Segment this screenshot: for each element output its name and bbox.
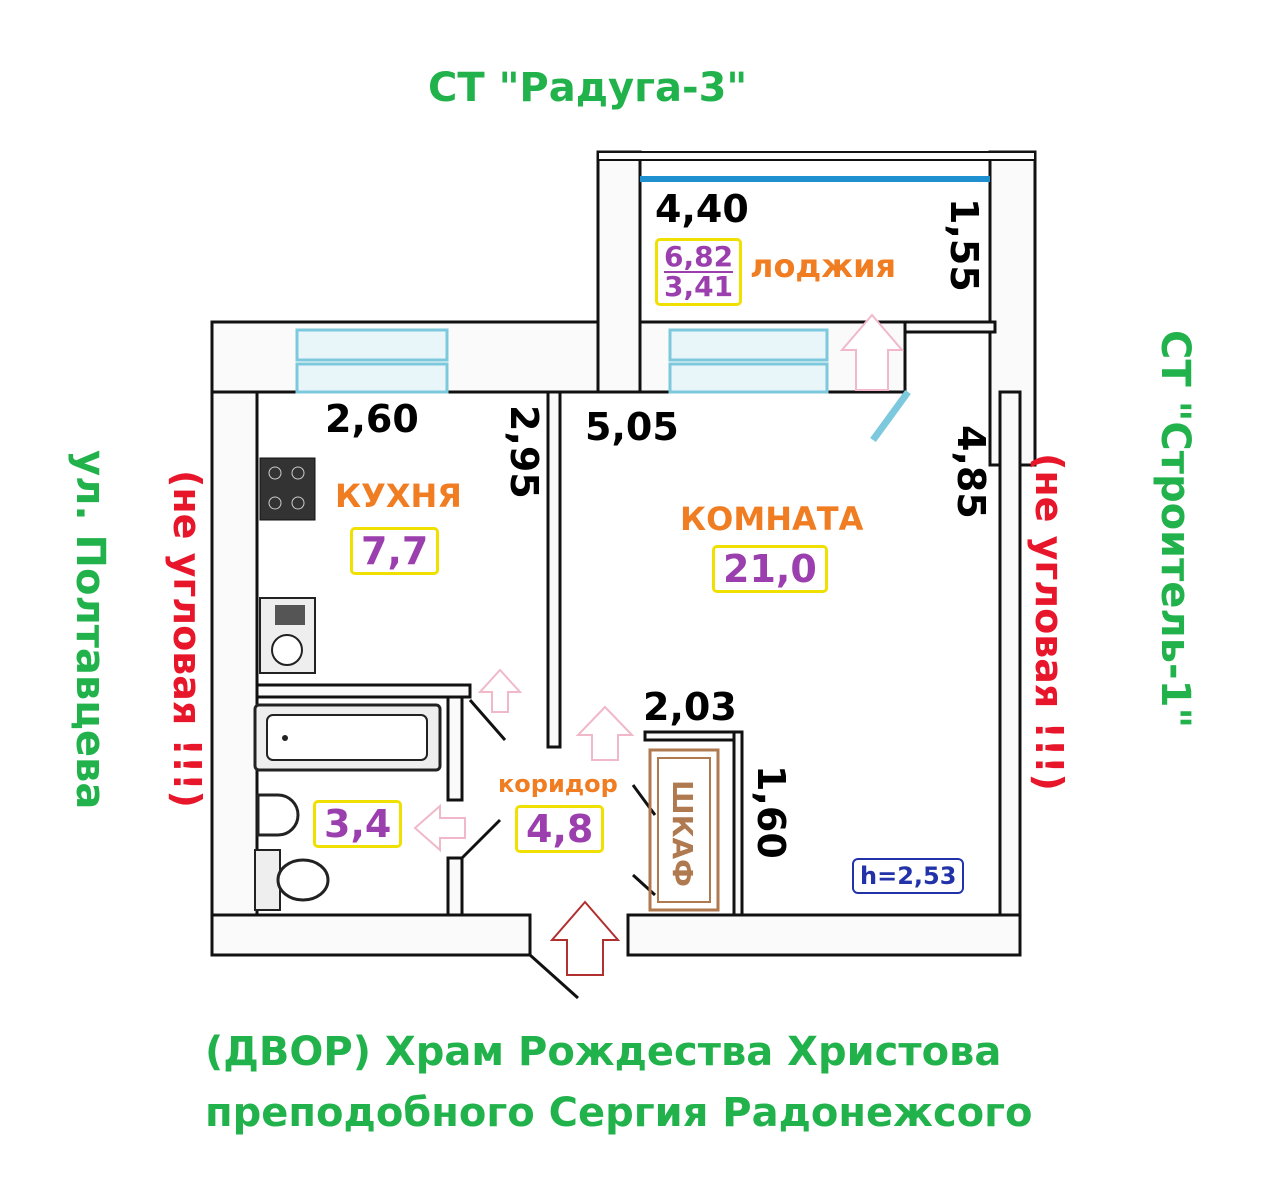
wall-loggia-top — [597, 151, 1036, 161]
closet-shape — [648, 748, 720, 912]
toilet-icon — [254, 849, 330, 911]
arrow-up-icon — [575, 705, 635, 761]
room-label: КОМНАТА — [680, 500, 864, 538]
loggia-area-counted: 3,41 — [664, 270, 734, 303]
wall-bath-right-top — [446, 695, 464, 802]
wall-loggia-bottom-right — [903, 320, 997, 334]
wall-bottom-right — [626, 913, 1022, 957]
kitchen-label: КУХНЯ — [335, 477, 462, 515]
kitchen-width: 2,60 — [325, 397, 419, 441]
room-area: 21,0 — [712, 545, 828, 593]
bathroom-area: 3,4 — [313, 800, 403, 848]
bottom-line-2: преподобного Сергия Радонежсого — [205, 1090, 1033, 1136]
loggia-depth: 1,55 — [942, 198, 986, 292]
corridor-label: коридор — [498, 770, 618, 798]
window-kitchen — [295, 362, 449, 394]
not-corner-left: (не угловая !!!) — [165, 470, 209, 808]
label-left-street: ул. Полтавцева — [67, 450, 113, 810]
bottom-line-1: (ДВОР) Храм Рождества Христова — [205, 1029, 1002, 1075]
loggia-area-total: 6,82 — [664, 240, 734, 273]
closet-width: 2,03 — [643, 685, 737, 729]
loggia-area-box: 6,82 3,41 — [655, 238, 743, 306]
kitchen-depth: 2,95 — [502, 405, 546, 499]
entrance-arrow-icon — [549, 900, 621, 976]
sink-icon — [259, 597, 316, 674]
wall-closet-top — [643, 730, 744, 742]
room-depth: 4,85 — [949, 425, 993, 519]
closet-inner — [657, 757, 711, 903]
wall-kitchen-bath — [255, 683, 472, 699]
loggia-width: 4,40 — [655, 187, 749, 231]
closet-depth: 1,60 — [749, 765, 793, 859]
title-top: СТ "Радуга-3" — [428, 65, 748, 111]
wall-closet-right — [732, 730, 744, 917]
wall-bath-right-bottom — [446, 856, 464, 917]
wall-left — [210, 320, 259, 957]
wall-right — [998, 390, 1022, 957]
kitchen-area: 7,7 — [350, 527, 440, 575]
loggia-door — [870, 389, 911, 443]
not-corner-right: (не угловая !!!) — [1027, 453, 1071, 791]
bathtub-icon — [253, 703, 442, 772]
label-right-neighbor: СТ "Строитель-1" — [1152, 330, 1198, 729]
corridor-area: 4,8 — [515, 805, 605, 853]
loggia-label: лоджия — [750, 247, 897, 285]
window-kitchen — [295, 328, 449, 362]
closet-label: ШКАФ — [666, 780, 699, 887]
ceiling-height: h=2,53 — [852, 858, 965, 894]
washbasin-icon — [256, 793, 300, 837]
arrow-up-icon — [477, 668, 523, 713]
stove-icon — [259, 457, 316, 521]
arrow-left-icon — [413, 803, 466, 853]
doors — [460, 699, 657, 1000]
wall-kitchen-room — [546, 390, 562, 749]
wall-bottom-left — [210, 913, 532, 957]
wall-loggia-left — [596, 150, 642, 394]
arrow-up-icon — [839, 313, 905, 391]
window-room — [668, 362, 829, 394]
window-room — [668, 328, 829, 362]
room-width: 5,05 — [585, 405, 679, 449]
